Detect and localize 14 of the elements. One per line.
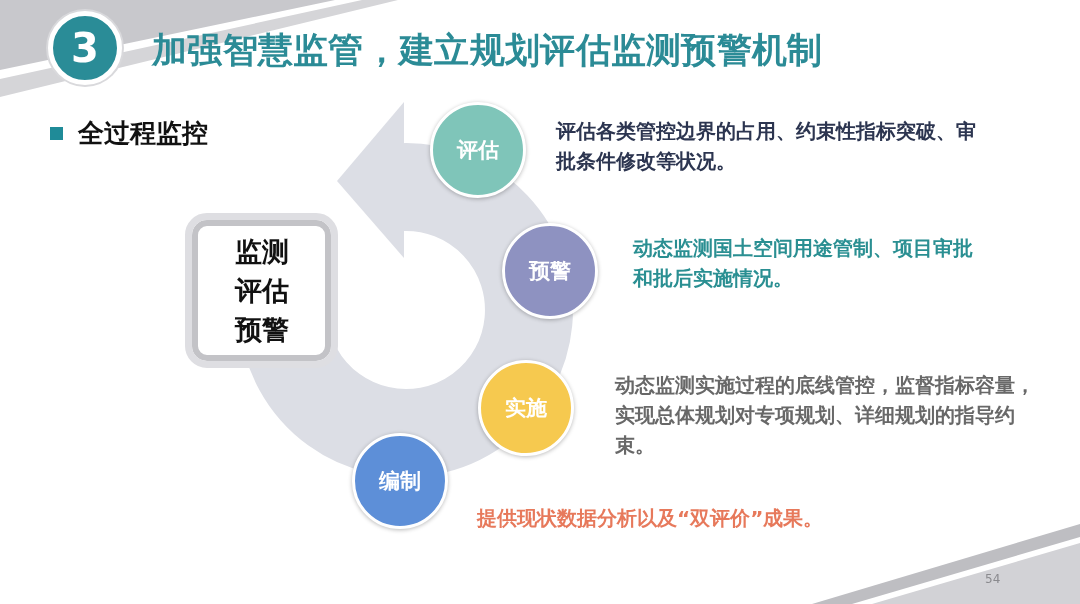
description-text: 评估各类管控边界的占用、约束性指标突破、审批条件修改等状况。	[556, 118, 977, 175]
page-number: 54	[985, 571, 1001, 587]
title: 加强智慧监管，建立规划评估监测预警机制	[152, 29, 823, 71]
description-text: 提供现状数据分析以及“双评价”成果。	[477, 505, 825, 532]
description-text: 动态监测实施过程的底线管控，监督指标容量，实现总体规划对专项规划、详细规划的指导约束。	[615, 372, 1036, 459]
number-badge: 3	[48, 11, 122, 85]
keyword-text: 预警	[234, 313, 289, 347]
description-text: 动态监测国土空间用途管制、项目审批和批后实施情况。	[633, 235, 974, 292]
keyword-text: 监测	[234, 235, 289, 269]
center-box	[185, 213, 338, 368]
step-circle: 编制	[352, 433, 448, 529]
keyword-text: 评估	[234, 274, 289, 308]
step-circle: 评估	[430, 102, 526, 198]
section-heading: 全过程监控	[78, 117, 208, 149]
